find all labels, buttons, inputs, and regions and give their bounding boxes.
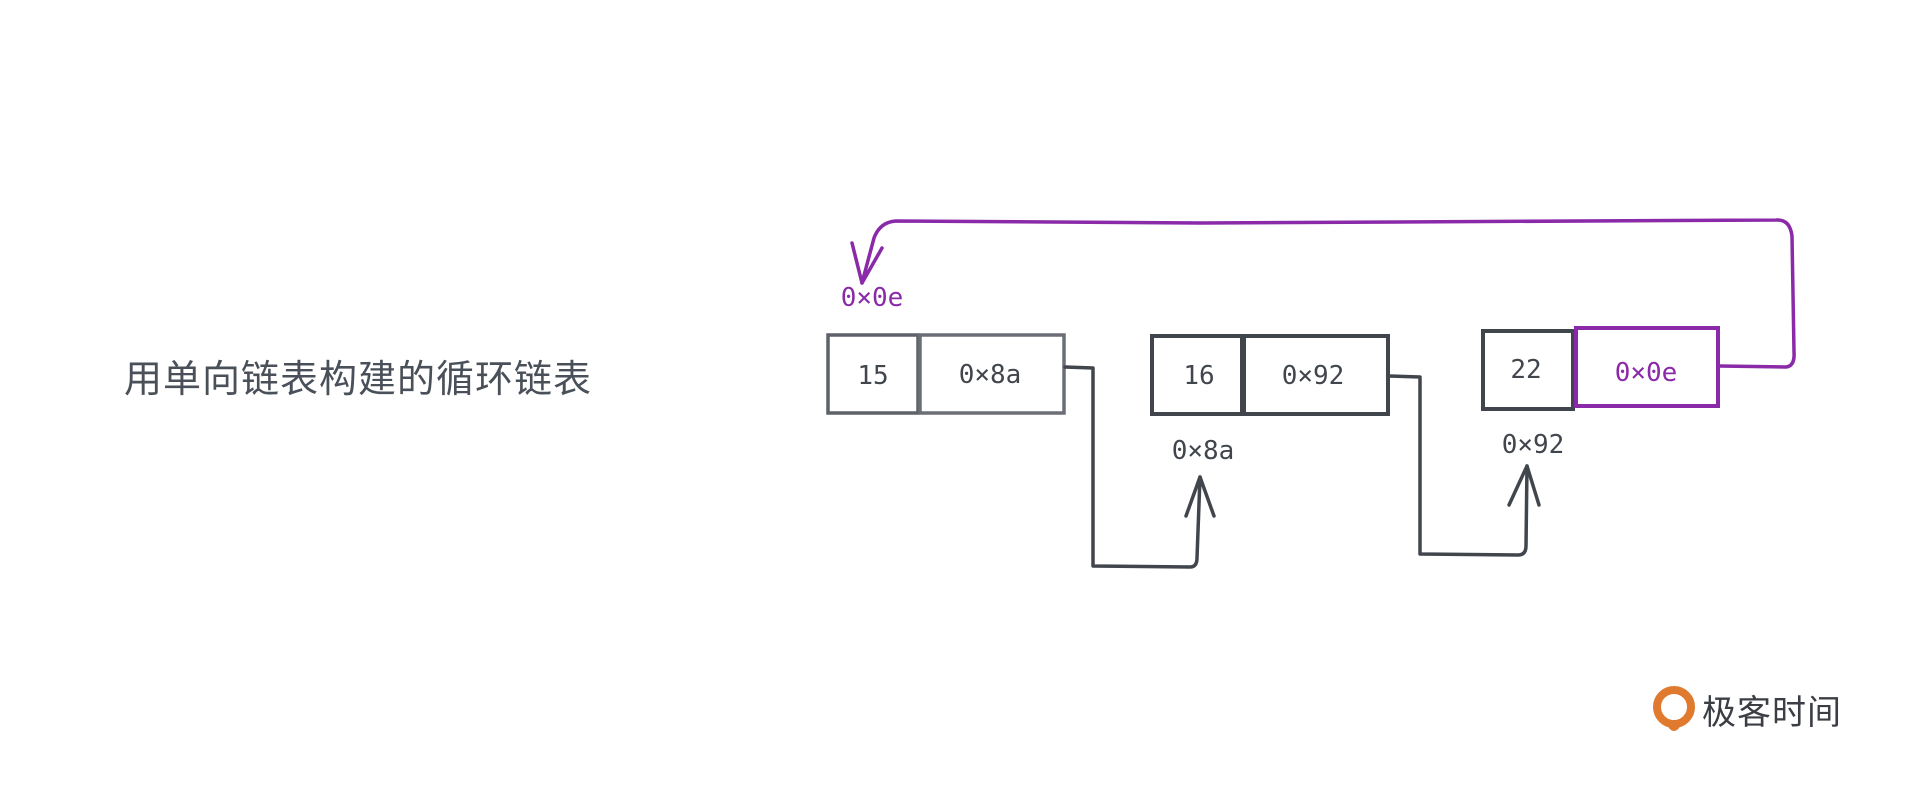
geektime-logo: 极客时间 [1652,685,1842,734]
node-1-value-box [826,333,920,415]
geektime-logo-icon [1653,685,1695,731]
node-1-next-box [918,333,1066,415]
node-2-next-pointer: 0×92 [1282,361,1345,391]
arrow-node1-to-node2 [1063,365,1216,569]
node-3-address: 0×92 [1502,430,1565,460]
node-2-address: 0×8a [1172,436,1235,466]
node-1-next-pointer: 0×8a [959,360,1022,390]
node-3-value-box [1481,329,1575,411]
arrowhead-icon [850,241,884,285]
node-3-value: 22 [1510,355,1541,385]
node-1-address: 0×0e [841,283,904,313]
node-1-value: 15 [857,361,888,391]
arrow-node2-to-node3 [1387,374,1541,557]
logo-text: 极客时间 [1702,693,1842,733]
arrowhead-icon [1184,475,1216,518]
diagram-title: 用单向链表构建的循环链表 [124,357,593,401]
node-2: 16 0×92 0×8a [1150,334,1390,466]
arrow-node3-to-node1 [850,218,1796,369]
node-2-value: 16 [1183,361,1214,391]
node-3-next-pointer: 0×0e [1615,358,1678,388]
node-1: 15 0×8a 0×0e [826,283,1066,415]
node-3: 22 0×0e 0×92 [1481,326,1720,460]
arrowhead-icon [1507,464,1541,507]
